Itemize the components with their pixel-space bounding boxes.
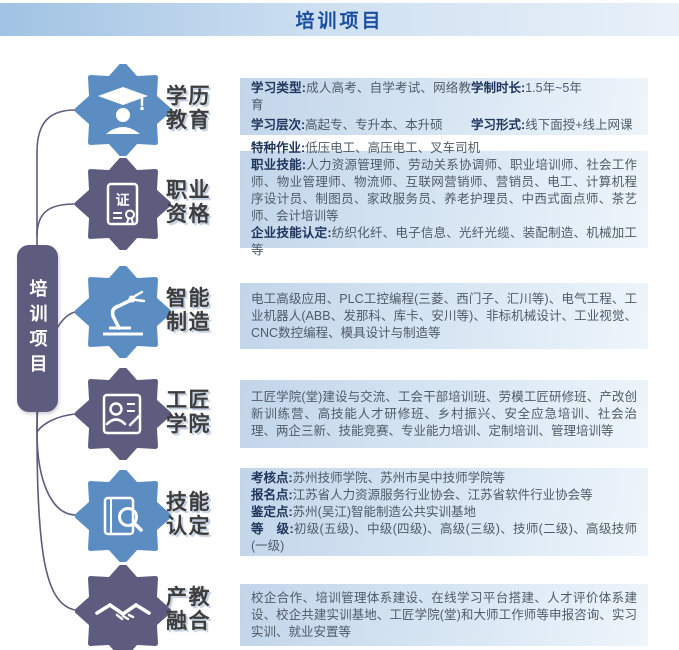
section-label-line: 工匠 xyxy=(166,389,211,412)
content-line: 考核点:苏州技师学院、苏州市吴中技师学院等 xyxy=(251,470,637,487)
content-line: 报名点:江苏省人力资源服务行业协会、江苏省软件行业协会等 xyxy=(251,487,637,504)
section-label-line: 融合 xyxy=(166,610,211,633)
content-label: 学习类型: xyxy=(251,80,306,95)
certificate-icon: 证 xyxy=(74,155,172,253)
craftsman-icon xyxy=(74,365,172,463)
content-text: 高起专、专升本、本升硕 xyxy=(305,117,443,132)
section-label: 职业资格 xyxy=(166,179,250,227)
content-line: 企业技能认定:纺织化纤、电子信息、光纤光缆、装配制造、机械加工等 xyxy=(251,225,637,259)
content-line: 学习层次:高起专、专升本、本升硕 xyxy=(251,117,471,134)
content-line: 学习类型:成人高考、自学考试、网络教育 xyxy=(251,80,471,114)
section-content-box: 考核点:苏州技师学院、苏州市吴中技师学院等报名点:江苏省人力资源服务行业协会、江… xyxy=(240,468,648,556)
content-label: 学习层次: xyxy=(251,117,306,132)
section-label-line: 制造 xyxy=(166,311,211,334)
content-text: 校企合作、培训管理体系建设、在线学习平台搭建、人才评价体系建设、校企共建实训基地… xyxy=(251,590,637,639)
content-text: 江苏省人力资源服务行业协会、江苏省软件行业协会等 xyxy=(292,487,593,502)
content-text: 线下面授+线上网课 xyxy=(525,117,633,132)
section-label-line: 教育 xyxy=(166,109,211,132)
content-line: 工匠学院(堂)建设与交流、工会干部培训班、劳模工匠研修班、产改创新训练营、高技能… xyxy=(251,389,637,440)
section-label: 智能制造 xyxy=(166,287,250,335)
content-label: 特种作业: xyxy=(251,141,306,155)
pill-training-programs: 培训项目 xyxy=(17,245,58,412)
content-label: 职业技能: xyxy=(251,158,307,172)
content-line: 等 级:初级(五级)、中级(四级)、高级(三级)、技师(二级)、高级技师(一级) xyxy=(251,521,637,555)
section-label-line: 认定 xyxy=(166,515,211,538)
content-text: 电工高级应用、PLC工控编程(三菱、西门子、汇川等)、电气工程、工业机器人(AB… xyxy=(251,291,637,340)
title-bar: 培训项目 xyxy=(0,3,679,36)
section-label-line: 产教 xyxy=(166,586,211,609)
content-label: 报名点: xyxy=(251,487,293,502)
content-line: 校企合作、培训管理体系建设、在线学习平台搭建、人才评价体系建设、校企共建实训基地… xyxy=(251,590,637,641)
section-content-box: 学习类型:成人高考、自学考试、网络教育学制时长:1.5年~5年学习层次:高起专、… xyxy=(240,78,648,135)
content-label: 等 级: xyxy=(251,521,294,536)
handshake-icon xyxy=(74,562,172,650)
robot-arm-icon xyxy=(74,263,172,361)
section-label-line: 学历 xyxy=(166,85,211,108)
content-text: 1.5年~5年 xyxy=(525,80,582,95)
content-label: 考核点: xyxy=(251,470,293,485)
content-text: 工匠学院(堂)建设与交流、工会干部培训班、劳模工匠研修班、产改创新训练营、高技能… xyxy=(251,389,637,438)
book-magnifier-icon xyxy=(74,467,172,565)
content-text: 苏州技师学院、苏州市吴中技师学院等 xyxy=(292,470,506,485)
pill-label: 培训项目 xyxy=(27,278,48,379)
section-content-box: 工匠学院(堂)建设与交流、工会干部培训班、劳模工匠研修班、产改创新训练营、高技能… xyxy=(240,380,648,448)
content-text: 初级(五级)、中级(四级)、高级(三级)、技师(二级)、高级技师(一级) xyxy=(251,521,637,553)
section-content-box: 校企合作、培训管理体系建设、在线学习平台搭建、人才评价体系建设、校企共建实训基地… xyxy=(240,584,648,646)
content-line: 学制时长:1.5年~5年 xyxy=(471,80,637,114)
section-label: 学历教育 xyxy=(166,85,250,133)
content-label: 学制时长: xyxy=(471,80,526,95)
section-label-line: 职业 xyxy=(166,179,211,202)
section-label-line: 技能 xyxy=(166,491,211,514)
content-label: 鉴定点: xyxy=(251,504,293,519)
graduate-icon xyxy=(74,61,172,159)
section-content-box: 特种作业:低压电工、高压电工、叉车司机职业技能:人力资源管理师、劳动关系协调师、… xyxy=(240,141,648,257)
section-label: 产教融合 xyxy=(166,586,250,634)
content-line: 职业技能:人力资源管理师、劳动关系协调师、职业培训师、社会工作师、物业管理师、物… xyxy=(251,157,637,225)
page-title: 培训项目 xyxy=(295,11,384,32)
content-line: 鉴定点:苏州(吴江)智能制造公共实训基地 xyxy=(251,504,637,521)
content-label: 企业技能认定: xyxy=(251,226,332,240)
content-text: 纺织化纤、电子信息、光纤光缆、装配制造、机械加工等 xyxy=(251,226,637,257)
content-text: 苏州(吴江)智能制造公共实训基地 xyxy=(292,504,476,519)
section-label: 技能认定 xyxy=(166,491,250,539)
content-line: 特种作业:低压电工、高压电工、叉车司机 xyxy=(251,140,637,157)
content-text: 人力资源管理师、劳动关系协调师、职业培训师、社会工作师、物业管理师、物流师、互联… xyxy=(251,158,637,223)
content-label: 学习形式: xyxy=(471,117,526,132)
svg-text:证: 证 xyxy=(116,192,130,208)
section-label-line: 智能 xyxy=(166,287,211,310)
content-line: 电工高级应用、PLC工控编程(三菱、西门子、汇川等)、电气工程、工业机器人(AB… xyxy=(251,291,637,342)
section-label-line: 资格 xyxy=(166,203,211,226)
section-content-box: 电工高级应用、PLC工控编程(三菱、西门子、汇川等)、电气工程、工业机器人(AB… xyxy=(240,283,648,349)
section-label-line: 学院 xyxy=(166,413,211,436)
section-label: 工匠学院 xyxy=(166,389,250,437)
content-text: 低压电工、高压电工、叉车司机 xyxy=(305,141,481,155)
content-line: 学习形式:线下面授+线上网课 xyxy=(471,117,637,134)
content-text: 成人高考、自学考试、网络教育 xyxy=(251,80,471,112)
